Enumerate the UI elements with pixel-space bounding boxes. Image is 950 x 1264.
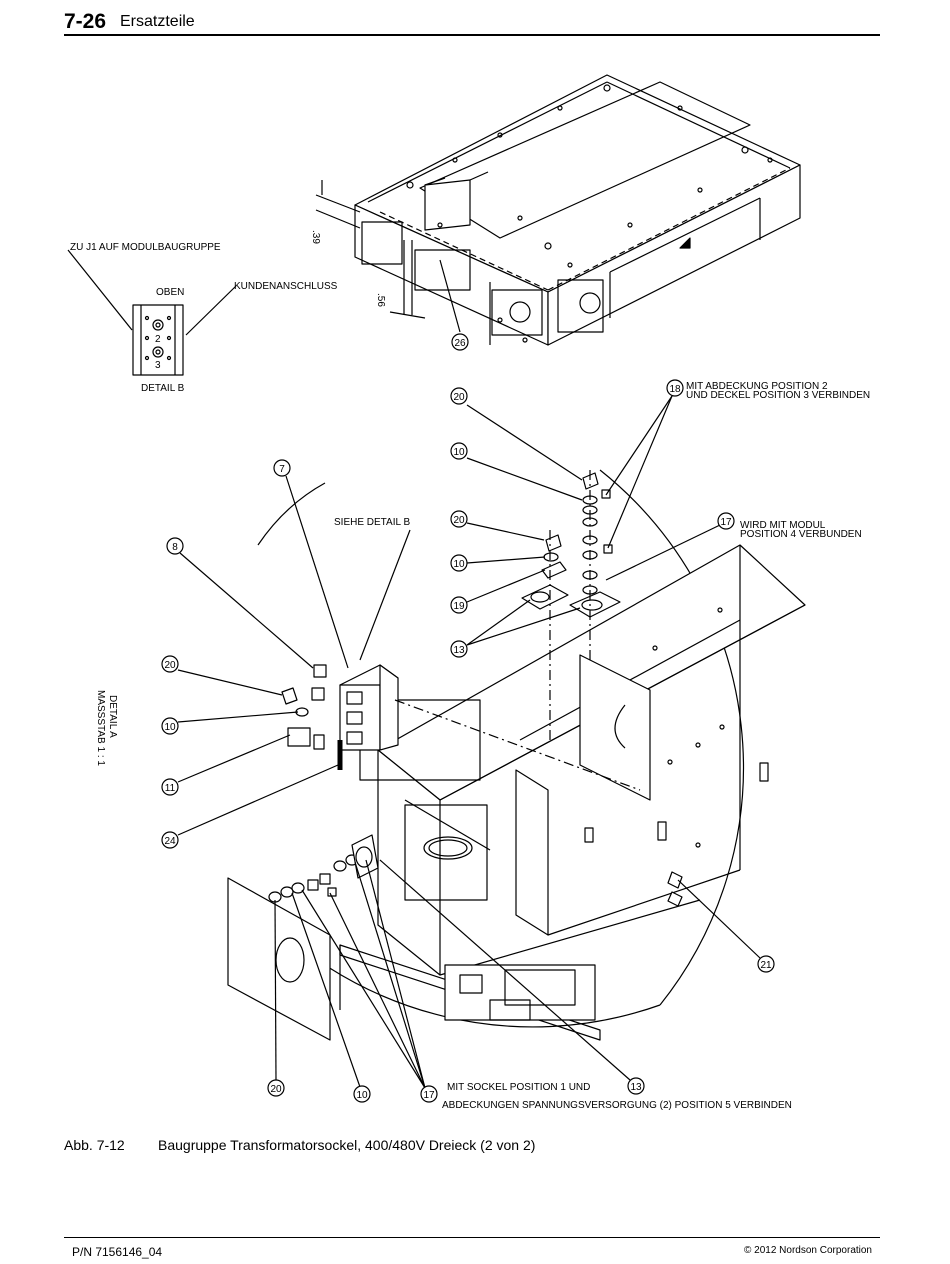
balloon-10: 10: [356, 1090, 368, 1101]
balloon-19: 19: [453, 601, 465, 612]
section-title: Ersatzteile: [120, 13, 195, 30]
note-17b-line-2: ABDECKUNGEN SPANNUNGSVERSORGUNG (2) POSI…: [442, 1100, 792, 1111]
note-kundenanschluss: KUNDENANSCHLUSS: [234, 281, 338, 292]
note-oben: OBEN: [156, 287, 184, 298]
balloon-17: 17: [720, 517, 732, 528]
balloon-20: 20: [453, 392, 465, 403]
part-number: P/N 7156146_04: [72, 1245, 163, 1259]
copyright: © 2012 Nordson Corporation: [744, 1245, 872, 1256]
footer-rule: [64, 1237, 880, 1238]
note-zu-j1: ZU J1 AUF MODULBAUGRUPPE: [70, 242, 221, 253]
pin-2-label: 2: [155, 334, 161, 345]
balloon-20: 20: [270, 1084, 282, 1095]
balloon-11: 11: [165, 783, 176, 794]
figure-title: Baugruppe Transformatorsockel, 400/480V …: [158, 1137, 536, 1153]
dimension-056: .56: [375, 293, 386, 307]
balloon-17: 17: [423, 1090, 435, 1101]
note-siehe-detail-b: SIEHE DETAIL B: [334, 517, 410, 528]
figure-number: Abb. 7-12: [64, 1137, 125, 1153]
header-rule: [64, 34, 880, 36]
pin-3-label: 3: [155, 360, 161, 371]
terminal-block: [339, 664, 399, 751]
note-18-line-2: UND DECKEL POSITION 3 VERBINDEN: [686, 390, 870, 401]
detail-b-connector: [132, 304, 184, 376]
note-detail-a: DETAIL A: [107, 695, 118, 738]
balloon-18: 18: [669, 384, 681, 395]
balloon-26: 26: [454, 338, 466, 349]
balloon-20: 20: [164, 660, 176, 671]
balloon-20: 20: [453, 515, 465, 526]
note-17-line-2: POSITION 4 VERBUNDEN: [740, 529, 862, 540]
note-detail-a-scale: MASSSTAB 1 : 1: [95, 690, 106, 766]
balloon-7: 7: [279, 464, 285, 475]
transformer-base-frame: [359, 544, 806, 976]
note-17b-line-1: MIT SOCKEL POSITION 1 UND: [447, 1082, 590, 1093]
balloon-13: 13: [630, 1082, 642, 1093]
balloon-10: 10: [453, 447, 465, 458]
note-17-line-1: WIRD MIT MODUL: [740, 520, 826, 531]
section-number: 7-26: [64, 10, 107, 33]
dimension-039: .39: [310, 230, 321, 244]
balloon-21: 21: [760, 960, 772, 971]
module-enclosure: [354, 74, 801, 346]
balloon-13: 13: [453, 645, 465, 656]
balloon-10: 10: [453, 559, 465, 570]
note-18-line-1: MIT ABDECKUNG POSITION 2: [686, 381, 828, 392]
note-detail-b: DETAIL B: [141, 383, 185, 394]
balloon-24: 24: [164, 836, 176, 847]
balloon-8: 8: [172, 542, 178, 553]
balloon-10: 10: [164, 722, 176, 733]
